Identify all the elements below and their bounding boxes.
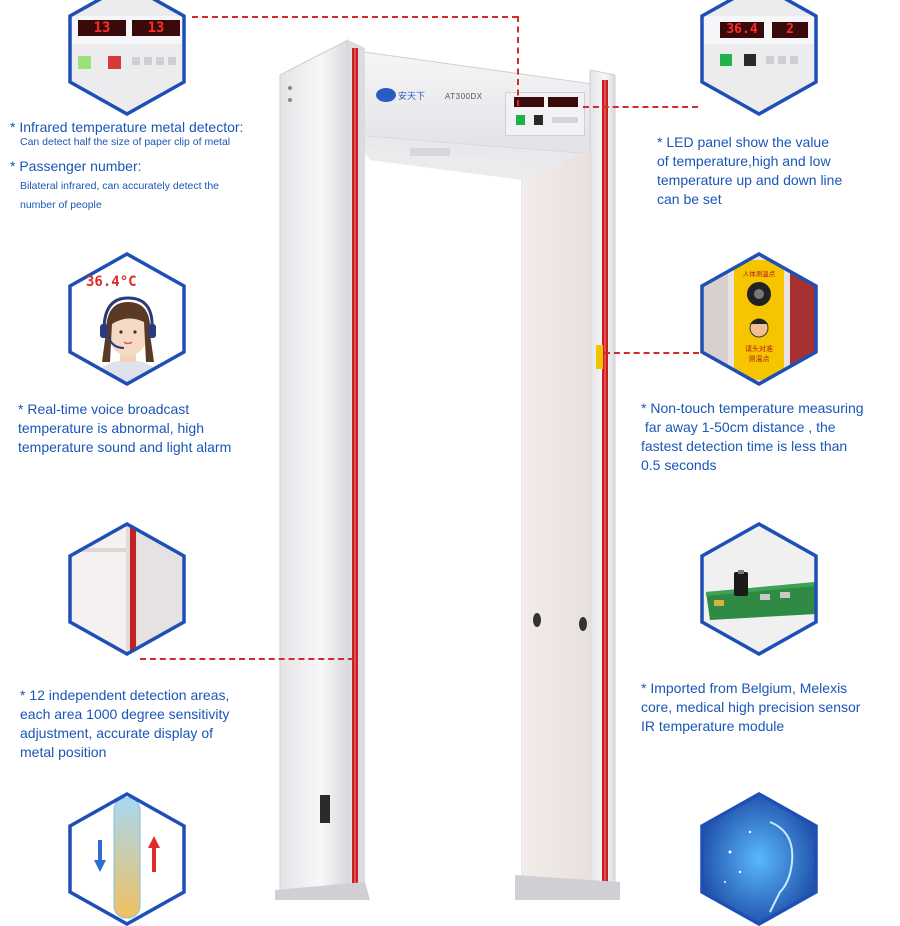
led-text-2: of temperature,high and low bbox=[657, 153, 831, 169]
metal-detector-gate bbox=[275, 39, 620, 900]
model-label: AT300DX bbox=[445, 92, 483, 101]
brand-name: 安天下 bbox=[398, 92, 426, 102]
leader-line-top bbox=[192, 16, 518, 18]
top-left-display-left: 13 bbox=[78, 20, 126, 36]
sticker-text-2: 请头对准 bbox=[745, 345, 773, 353]
sticker-text-3: 测温点 bbox=[748, 355, 770, 363]
top-right-display-left: 36.4 bbox=[720, 22, 764, 38]
voice-text-3: temperature sound and light alarm bbox=[18, 439, 232, 455]
led-text-1: * LED panel show the value bbox=[657, 134, 829, 150]
leader-line-zones bbox=[140, 658, 354, 660]
zones-text-3: adjustment, accurate display of bbox=[20, 725, 213, 741]
hex-panel-closeup-right: 36.4 2 bbox=[700, 0, 818, 116]
beam-power-button bbox=[534, 115, 543, 125]
hex-temperature-line bbox=[68, 792, 186, 926]
zones-text-4: metal position bbox=[20, 744, 107, 760]
voice-text-1: * Real-time voice broadcast bbox=[18, 401, 190, 417]
led-text-3: temperature up and down line bbox=[657, 172, 843, 188]
voice-text-2: temperature is abnormal, high bbox=[18, 420, 204, 436]
brand-logo bbox=[376, 88, 396, 102]
leader-line-sensor bbox=[604, 352, 699, 354]
touch-text-4: 0.5 seconds bbox=[641, 457, 717, 473]
hex-panel-closeup-left: 13 13 bbox=[68, 0, 186, 116]
touch-text-3: fastest detection time is less than bbox=[641, 438, 848, 454]
passenger-sub-2: number of people bbox=[20, 199, 102, 211]
leader-line-top-drop bbox=[517, 16, 519, 106]
hex-detection-zones bbox=[68, 522, 186, 656]
beam-display-right bbox=[548, 97, 578, 107]
leader-line-led bbox=[583, 106, 698, 108]
beam-green-button bbox=[516, 115, 525, 125]
sticker-text-1: 人体测温点 bbox=[742, 270, 776, 278]
led-text-4: can be set bbox=[657, 191, 722, 207]
sensor-text-2: core, medical high precision sensor bbox=[641, 699, 861, 715]
hex-voice-broadcast: 36.4°C bbox=[68, 252, 186, 386]
passenger-title: * Passenger number: bbox=[10, 158, 142, 174]
sensor-text-3: IR temperature module bbox=[641, 718, 785, 734]
hex-sensor-sticker: 人体测温点 请头对准 测温点 bbox=[700, 252, 818, 386]
top-right-display-right: 2 bbox=[772, 22, 808, 38]
sensor-text-1: * Imported from Belgium, Melexis bbox=[641, 680, 848, 696]
beam-display-left bbox=[514, 97, 544, 107]
zones-text-2: each area 1000 degree sensitivity bbox=[20, 706, 230, 722]
touch-text-1: * Non-touch temperature measuring bbox=[641, 400, 864, 416]
hex-tech-face bbox=[700, 792, 818, 926]
hex-ir-sensor-module bbox=[700, 522, 818, 656]
passenger-sub-1: Bilateral infrared, can accurately detec… bbox=[20, 180, 220, 192]
touch-text-2: far away 1-50cm distance , the bbox=[641, 419, 836, 435]
zones-text-1: * 12 independent detection areas, bbox=[20, 687, 230, 703]
beam-keypad bbox=[552, 117, 578, 123]
infrared-title: * Infrared temperature metal detector: bbox=[10, 119, 244, 135]
infrared-subtitle: Can detect half the size of paper clip o… bbox=[20, 136, 231, 148]
temperature-bubble: 36.4°C bbox=[86, 274, 137, 290]
top-left-display-right: 13 bbox=[132, 20, 180, 36]
